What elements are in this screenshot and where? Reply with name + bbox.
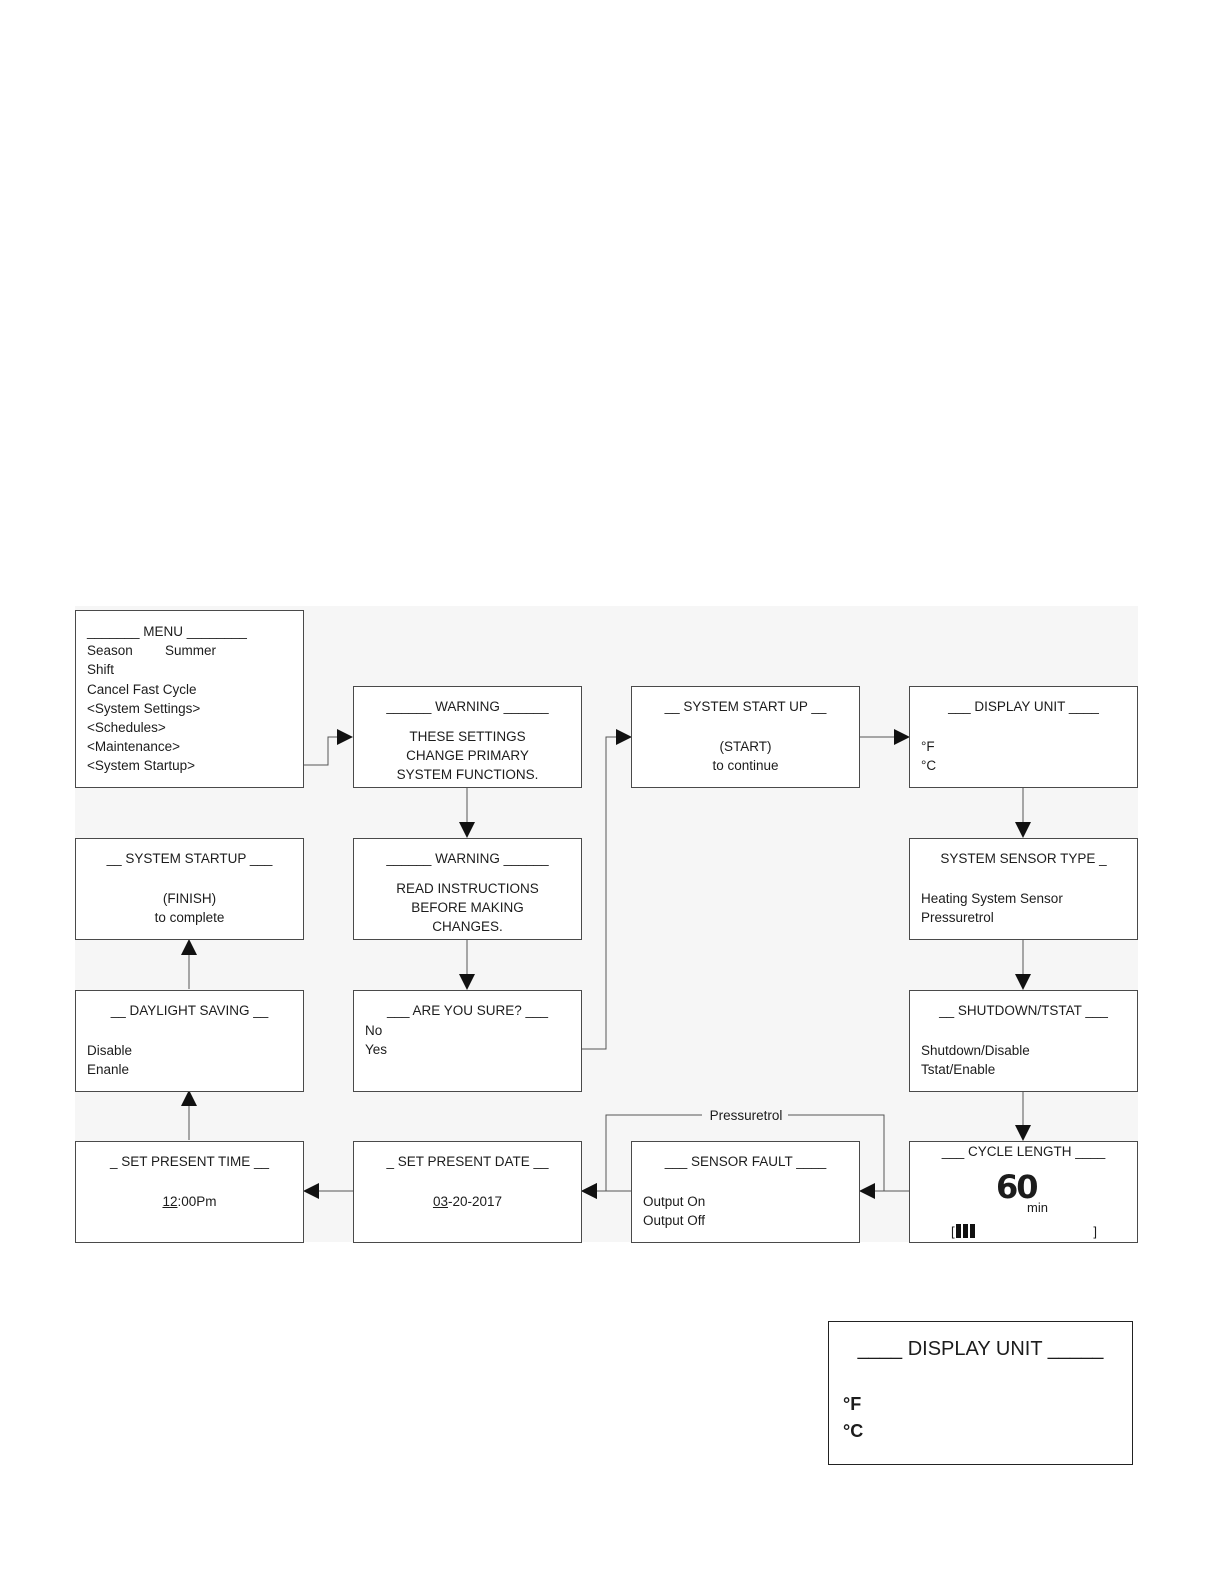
- detail-option-fahrenheit: °F: [843, 1394, 862, 1414]
- date-month: 03: [432, 1194, 448, 1209]
- shutdown-tstat-title: __ SHUTDOWN/TSTAT ___: [939, 1003, 1108, 1018]
- system-startup-title: __ SYSTEM STARTUP ___: [106, 851, 273, 866]
- set-time-title: _ SET PRESENT TIME __: [109, 1154, 270, 1169]
- menu-item-cancel-fast-cycle: Cancel Fast Cycle: [87, 682, 197, 697]
- daylight-saving-box: __ DAYLIGHT SAVING __ Disable Enanle: [75, 990, 304, 1092]
- display-unit-detail-title: ____ DISPLAY UNIT _____: [857, 1338, 1104, 1360]
- cycle-length-title: ___ CYCLE LENGTH ____: [941, 1144, 1106, 1159]
- menu-season-label: Season: [87, 643, 133, 658]
- cycle-length-unit: min: [1027, 1200, 1048, 1215]
- option-output-on: Output On: [643, 1194, 706, 1209]
- system-start-up-box: __ SYSTEM START UP __ (START) to continu…: [631, 686, 860, 788]
- daylight-option-disable: Disable: [87, 1043, 133, 1058]
- cycle-length-box: ___ CYCLE LENGTH ____ 60 min [ ]: [909, 1141, 1138, 1243]
- unit-option-celsius: °C: [921, 758, 937, 773]
- detail-option-celsius: °C: [843, 1421, 864, 1441]
- system-start-up-title: __ SYSTEM START UP __: [664, 699, 827, 714]
- time-rest: :00Pm: [177, 1194, 217, 1209]
- set-date-title: _ SET PRESENT DATE __: [386, 1154, 549, 1169]
- date-rest: -20-2017: [447, 1194, 503, 1209]
- are-you-sure-title: ___ ARE YOU SURE? ___: [386, 1003, 549, 1018]
- sensor-option-heating: Heating System Sensor: [921, 891, 1063, 906]
- warning-instructions-box: ______ WARNING ______ READ INSTRUCTIONS …: [353, 838, 582, 940]
- menu-item-maintenance: <Maintenance>: [87, 739, 181, 754]
- option-shutdown-disable: Shutdown/Disable: [921, 1043, 1030, 1058]
- option-output-off: Output Off: [643, 1213, 706, 1228]
- sensor-fault-box: ___ SENSOR FAULT ____ Output On Output O…: [631, 1141, 860, 1243]
- warning-line: CHANGE PRIMARY: [406, 748, 529, 763]
- date-value: 03-20-2017: [354, 1192, 581, 1211]
- warning-line: THESE SETTINGS: [409, 729, 526, 744]
- menu-season-value: Summer: [165, 643, 217, 658]
- sensor-option-pressuretrol: Pressuretrol: [921, 910, 994, 925]
- set-date-box: _ SET PRESENT DATE __ 03-20-2017: [353, 1141, 582, 1243]
- unit-option-fahrenheit: °F: [921, 739, 935, 754]
- shutdown-tstat-box: __ SHUTDOWN/TSTAT ___ Shutdown/Disable T…: [909, 990, 1138, 1092]
- menu-box: _______ MENU ________ Season Summer Shif…: [75, 610, 304, 788]
- bar-left-bracket: [: [951, 1224, 955, 1239]
- time-hour: 12: [162, 1194, 178, 1209]
- display-unit-box: ___ DISPLAY UNIT ____ °F °C: [909, 686, 1138, 788]
- option-no: No: [365, 1023, 383, 1038]
- bar-fill: [956, 1224, 977, 1238]
- warning-title: ______ WARNING ______: [386, 699, 549, 714]
- display-unit-title: ___ DISPLAY UNIT ____: [948, 699, 1099, 714]
- menu-item-schedules: <Schedules>: [87, 720, 166, 735]
- time-value: 12:00Pm: [76, 1192, 303, 1211]
- start-label: (START): [719, 739, 772, 754]
- cycle-length-bar: [ ]: [951, 1222, 1097, 1240]
- cycle-length-value: 60: [996, 1168, 1039, 1206]
- daylight-option-enable: Enanle: [87, 1062, 130, 1077]
- sensor-fault-title: ___ SENSOR FAULT ____: [664, 1154, 827, 1169]
- warning-title: ______ WARNING ______: [386, 851, 549, 866]
- warning-line: BEFORE MAKING: [411, 900, 524, 915]
- finish-label: (FINISH): [162, 891, 217, 906]
- system-startup-finish-box: __ SYSTEM STARTUP ___ (FINISH) to comple…: [75, 838, 304, 940]
- warning-line: READ INSTRUCTIONS: [396, 881, 539, 896]
- menu-item-shift: Shift: [87, 662, 115, 677]
- sensor-type-box: SYSTEM SENSOR TYPE _ Heating System Sens…: [909, 838, 1138, 940]
- warning-line: SYSTEM FUNCTIONS.: [396, 767, 539, 782]
- menu-item-system-settings: <System Settings>: [87, 701, 201, 716]
- pressuretrol-branch-label: Pressuretrol: [709, 1108, 783, 1123]
- sensor-type-title: SYSTEM SENSOR TYPE _: [940, 851, 1107, 866]
- continue-label: to continue: [712, 758, 779, 773]
- display-unit-detail: ____ DISPLAY UNIT _____ °F °C: [828, 1321, 1133, 1465]
- daylight-saving-title: __ DAYLIGHT SAVING __: [110, 1003, 269, 1018]
- bar-right-bracket: ]: [1093, 1224, 1097, 1239]
- warning-line: CHANGES.: [432, 919, 503, 934]
- option-tstat-enable: Tstat/Enable: [921, 1062, 996, 1077]
- set-time-box: _ SET PRESENT TIME __ 12:00Pm: [75, 1141, 304, 1243]
- are-you-sure-box: ___ ARE YOU SURE? ___ No Yes: [353, 990, 582, 1092]
- menu-title: _______ MENU ________: [87, 624, 247, 639]
- complete-label: to complete: [154, 910, 225, 925]
- menu-item-system-startup: <System Startup>: [87, 758, 196, 773]
- option-yes: Yes: [365, 1042, 388, 1057]
- warning-box: ______ WARNING ______ THESE SETTINGS CHA…: [353, 686, 582, 788]
